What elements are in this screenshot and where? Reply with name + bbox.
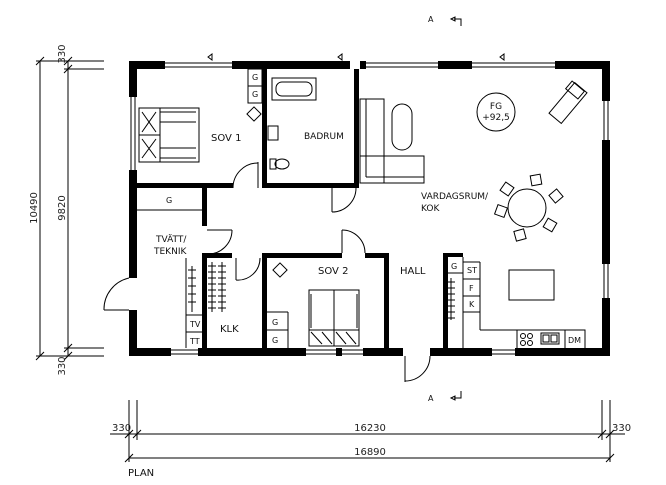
fixture-st: ST	[467, 266, 477, 275]
fixture-g: G	[272, 318, 278, 327]
lounge-chair	[548, 80, 588, 125]
coffee-table	[391, 103, 413, 151]
doors	[103, 162, 431, 382]
room-label-hall: HALL	[400, 266, 426, 277]
dim-bottom-wall: 330	[57, 356, 68, 375]
dim-inner-width: 16230	[354, 423, 386, 434]
bed-sov2	[308, 289, 360, 347]
section-marker-bottom	[449, 391, 462, 401]
fixture-k: K	[469, 300, 475, 309]
floor-level-label: FG	[490, 102, 502, 112]
sink	[267, 125, 279, 141]
fixture-dm: DM	[568, 336, 581, 345]
section-marker-top	[449, 16, 462, 26]
dim-total-height: 10490	[29, 192, 40, 224]
room-label-klk: KLK	[220, 324, 239, 335]
fixture-tt: TT	[189, 337, 200, 346]
kitchen-hob	[520, 333, 533, 346]
fixture-g: G	[451, 262, 457, 271]
lamp-symbols	[246, 106, 288, 278]
fixture-f: F	[469, 284, 474, 293]
bed-sov1	[138, 107, 200, 163]
room-label-kok: KOK	[421, 204, 440, 214]
bathtub	[271, 77, 317, 101]
room-label-sov1: SOV 1	[211, 133, 241, 144]
dim-right-wall: 330	[612, 423, 631, 434]
wardrobe-sov1	[247, 68, 263, 104]
fixture-g: G	[252, 90, 258, 99]
fixture-g: G	[166, 196, 172, 205]
dimension-lines	[35, 56, 625, 463]
dim-left-wall: 330	[112, 423, 131, 434]
dim-top-wall: 330	[57, 44, 68, 63]
room-label-sov2: SOV 2	[318, 266, 348, 277]
floor-level-value: +92,5	[482, 113, 510, 123]
closet-rails	[188, 262, 455, 320]
interior-walls	[137, 69, 463, 348]
window-marks	[207, 53, 505, 61]
corner-sofa	[359, 98, 425, 184]
room-label-teknik: TEKNIK	[153, 247, 187, 257]
kitchen-sink	[540, 332, 560, 345]
toilet	[269, 158, 290, 170]
kitchen-island	[508, 269, 555, 301]
section-label-bottom: A	[428, 394, 434, 403]
dining-set	[493, 173, 564, 242]
exterior-walls	[129, 61, 610, 356]
fixture-tv: TV	[189, 320, 201, 329]
windows	[130, 62, 609, 355]
fixture-g: G	[252, 73, 258, 82]
room-label-badrum: BADRUM	[304, 132, 344, 142]
dim-inner-height: 9820	[57, 195, 68, 220]
floor-level-marker	[476, 92, 516, 132]
dim-total-width: 16890	[354, 447, 386, 458]
fixture-g: G	[272, 336, 278, 345]
section-label-top: A	[428, 15, 434, 24]
room-label-tvatt: TVÄTT/	[155, 234, 187, 245]
room-label-vardagsrum: VARDAGSRUM/	[421, 192, 489, 202]
plan-caption: PLAN	[128, 468, 154, 479]
